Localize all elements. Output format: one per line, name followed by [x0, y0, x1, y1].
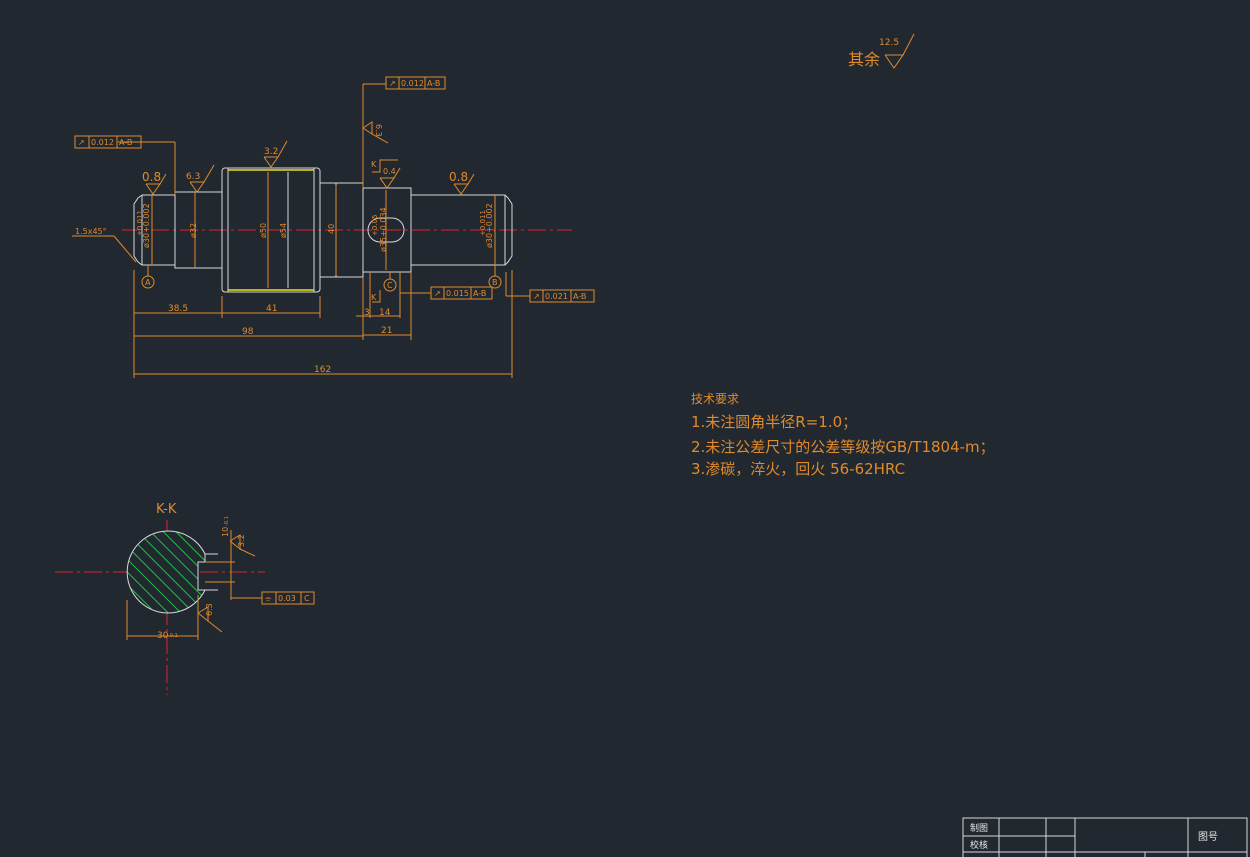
section-tolerance-symbol: ⌯ — [265, 594, 272, 603]
svg-text:A-B: A-B — [119, 138, 132, 147]
dim-length-98: 98 — [242, 327, 254, 337]
svg-text:0.015: 0.015 — [446, 289, 469, 298]
svg-text:0.012: 0.012 — [401, 79, 424, 88]
svg-text:↗: ↗ — [434, 289, 441, 298]
chamfer-label: 1.5x45° — [75, 227, 107, 236]
svg-text:3.2: 3.2 — [264, 147, 278, 157]
tech-requirement-3: 3.渗碳，淬火，回火 56-62HRC — [691, 460, 905, 478]
title-block — [962, 817, 1248, 857]
svg-text:12.5: 12.5 — [879, 38, 899, 48]
section-marker-bottom: K — [371, 290, 381, 303]
general-roughness: 其余 12.5 — [848, 33, 915, 69]
svg-text:6.3: 6.3 — [186, 172, 200, 182]
dim-dia-30-right: ø30+0.002 — [485, 203, 494, 248]
dim-dia-30-right-tol: +0.011 — [479, 210, 487, 236]
roughness-symbol-3: 3.2 — [263, 140, 288, 168]
svg-text:A-B: A-B — [473, 289, 486, 298]
tolerance-frame-3: ↗ 0.015 A-B — [399, 272, 493, 300]
tolerance-frame-2: ↗ 0.012 A-B — [362, 76, 446, 188]
tolerance-frame-4: ↗ 0.021 A-B — [505, 272, 595, 303]
dim-dia-35-tol: +0.05 — [371, 215, 379, 236]
roughness-symbol-1: 0.8 — [142, 170, 167, 195]
roughness-symbol-4: 0.4 — [379, 167, 401, 189]
section-dimensions — [126, 530, 315, 640]
svg-text:↗: ↗ — [389, 79, 396, 88]
diameter-dimension-lines — [151, 172, 496, 288]
section-marker-top: K — [371, 159, 398, 173]
datum-a: A — [141, 265, 155, 289]
dim-length-3: 3 — [364, 308, 370, 318]
dim-length-21: 21 — [381, 326, 392, 336]
datum-b: B — [488, 265, 502, 289]
datum-c: C — [383, 272, 397, 292]
dim-dia-32: ø32 — [189, 223, 198, 238]
svg-text:0.012: 0.012 — [91, 138, 114, 147]
svg-text:0.4: 0.4 — [383, 167, 396, 176]
svg-text:A-B: A-B — [427, 79, 440, 88]
svg-text:A-B: A-B — [573, 292, 586, 301]
section-tolerance-value: 0.03 — [278, 594, 296, 603]
svg-text:0.021: 0.021 — [545, 292, 568, 301]
section-slot-tol: -0.1 — [224, 516, 230, 526]
tech-requirement-1: 1.未注圆角半径R=1.0； — [691, 413, 857, 431]
length-dimensions — [133, 270, 513, 378]
tech-requirements-title: 技术要求 — [691, 392, 739, 406]
section-width-tol: -0.1 — [168, 633, 178, 639]
roughness-symbol-2: 6.3 — [186, 164, 215, 193]
roughness-symbol-5: 0.8 — [449, 170, 475, 195]
title-block-checker-label: 校核 — [970, 839, 988, 851]
dim-length-162: 162 — [314, 365, 331, 375]
svg-text:6.3: 6.3 — [374, 124, 383, 137]
section-kk-view — [55, 520, 265, 695]
roughness-symbol-6: 6.3 — [362, 121, 389, 144]
dim-dia-40: 40 — [327, 224, 336, 234]
title-block-drafter-label: 制图 — [970, 822, 988, 834]
dim-length-38-5: 38.5 — [168, 304, 188, 314]
svg-text:C: C — [387, 281, 393, 290]
dim-dia-54: ø54 — [279, 223, 288, 238]
svg-text:A: A — [145, 278, 151, 287]
svg-text:B: B — [492, 278, 498, 287]
svg-text:0.8: 0.8 — [449, 170, 468, 184]
dim-dia-35: ø35+0.034 — [379, 207, 388, 252]
dim-dia-50: ø50 — [259, 223, 268, 238]
svg-text:0.8: 0.8 — [142, 170, 161, 184]
svg-text:K: K — [371, 160, 377, 169]
title-block-drawing-no-label: 图号 — [1198, 831, 1218, 843]
section-roughness-2: 6.3 — [205, 603, 214, 616]
section-title: K-K — [156, 502, 177, 517]
svg-text:其余: 其余 — [848, 50, 880, 69]
tech-requirement-2: 2.未注公差尺寸的公差等级按GB/T1804-m； — [691, 438, 995, 456]
dim-dia-30-left: ø30+0.002 — [142, 203, 151, 248]
tolerance-frame-1: ↗ 0.012 A-B — [74, 135, 176, 195]
section-width-dim: 30 — [157, 631, 169, 641]
dim-length-14: 14 — [379, 308, 391, 318]
svg-text:K: K — [371, 293, 377, 302]
dim-length-41: 41 — [266, 304, 277, 314]
dim-dia-30-left-tol: +0.011 — [136, 210, 144, 236]
section-tolerance-datum: C — [304, 594, 310, 603]
section-roughness-1: 3.2 — [237, 534, 246, 547]
svg-text:↗: ↗ — [78, 138, 85, 147]
svg-text:↗: ↗ — [533, 292, 540, 301]
section-slot-dim: 10 — [221, 527, 230, 537]
